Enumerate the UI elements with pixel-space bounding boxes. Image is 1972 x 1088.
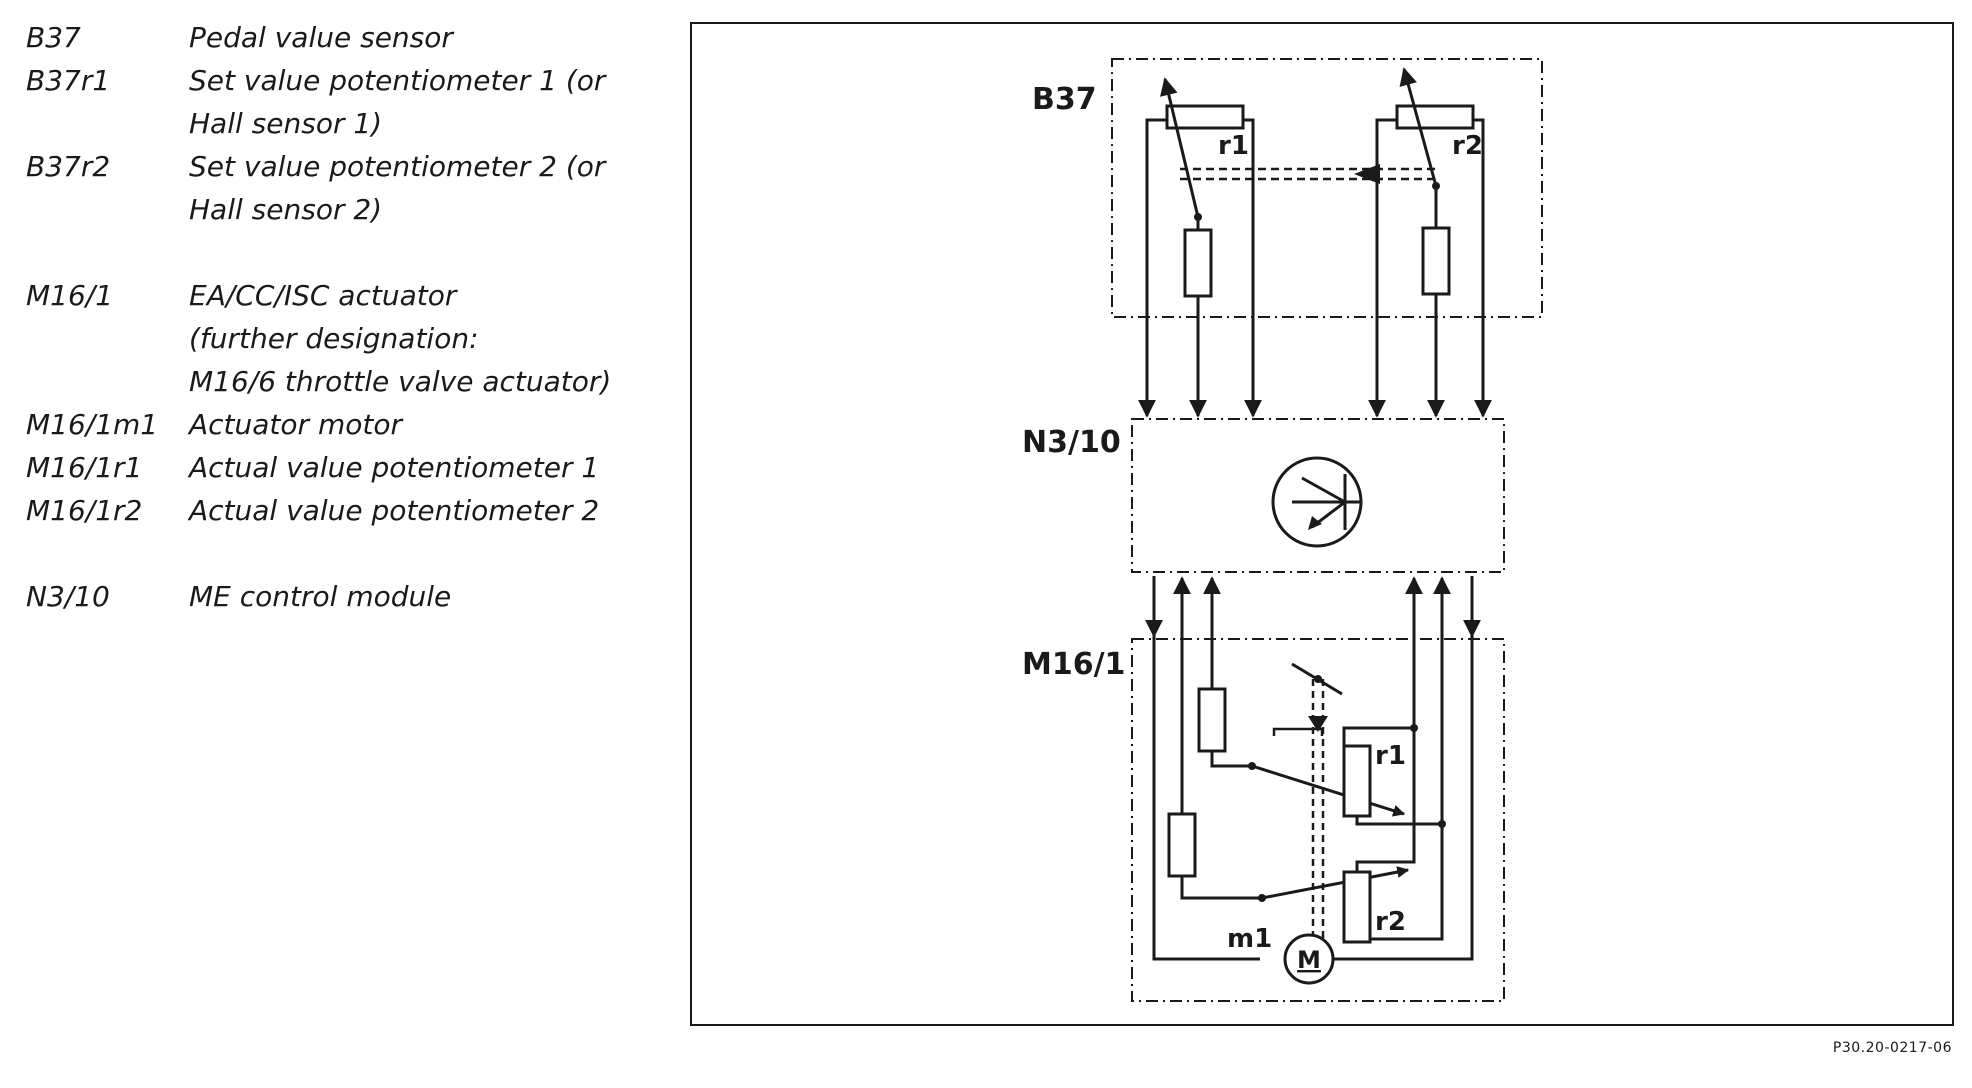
b37-pot-r2 [1375, 67, 1485, 374]
legend-row-b37r2: B37r2 Set value potentiometer 2 (or [26, 145, 666, 188]
b37-r2-wiper-node [1432, 182, 1440, 190]
transistor-symbol [1271, 456, 1363, 548]
b37-output-arrows [1138, 364, 1492, 418]
legend-row-m161m1: M16/1m1 Actuator motor [26, 403, 666, 446]
n310-m161-arrows [1145, 576, 1481, 638]
legend-row-m161-cont1: (further designation: [26, 317, 666, 360]
m161-label: M16/1 [1022, 647, 1125, 682]
legend-desc: Set value potentiometer 1 (or [189, 64, 606, 97]
legend-code: B37r1 [26, 64, 111, 97]
legend-desc: EA/CC/ISC actuator [189, 279, 457, 312]
legend-row-b37: B37 Pedal value sensor [26, 16, 666, 59]
legend-desc: (further designation: [189, 322, 479, 355]
m161-nodes [1248, 675, 1446, 902]
b37-r2-label: r2 [1452, 131, 1483, 161]
circuit-diagram: B37 r1 r2 [1022, 58, 1543, 1002]
legend-desc: Pedal value sensor [189, 21, 453, 54]
legend-code: M16/1m1 [26, 408, 159, 441]
legend-row-m161-cont2: M16/6 throttle valve actuator) [26, 360, 666, 403]
transistor-emitter-arrow [1308, 516, 1322, 530]
throttle-stop [1272, 727, 1324, 736]
b37-mechanical-link [1180, 167, 1435, 181]
figure-reference: P30.20-0217-06 [1832, 1040, 1952, 1056]
legend-row-b37r1: B37r1 Set value potentiometer 1 (or [26, 59, 666, 102]
throttle-mechanical-link [1311, 679, 1325, 942]
mechanical-link-arrow [1354, 164, 1380, 184]
b37-r1-label: r1 [1218, 131, 1249, 161]
n310-label: N3/10 [1022, 425, 1121, 460]
m161-r1-label: r1 [1375, 741, 1406, 771]
legend-row-b37r1-cont: Hall sensor 1) [26, 102, 666, 145]
legend-desc: ME control module [189, 580, 452, 613]
legend-desc: Actual value potentiometer 1 [189, 451, 600, 484]
legend-desc: M16/6 throttle valve actuator) [189, 365, 612, 398]
legend-row-m161r2: M16/1r2 Actual value potentiometer 2 [26, 489, 666, 532]
circuit-diagram-frame: B37 r1 r2 [690, 22, 1954, 1026]
m161-wiring [1152, 634, 1474, 961]
legend-desc: Set value potentiometer 2 (or [189, 150, 606, 183]
legend-row-n310: N3/10 ME control module [26, 575, 666, 618]
legend-row-m161r1: M16/1r1 Actual value potentiometer 1 [26, 446, 666, 489]
actuator-motor: M [1283, 933, 1335, 985]
legend-desc: Hall sensor 1) [189, 107, 383, 140]
legend-desc: Hall sensor 2) [189, 193, 383, 226]
legend-code: N3/10 [26, 580, 110, 613]
b37-boundary [1111, 58, 1543, 318]
legend-code: M16/1r1 [26, 451, 143, 484]
b37-label: B37 [1032, 82, 1097, 117]
legend-code: M16/1r2 [26, 494, 143, 527]
legend: B37 Pedal value sensor B37r1 Set value p… [26, 16, 666, 618]
legend-desc: Actual value potentiometer 2 [189, 494, 600, 527]
throttle-link-arrow [1308, 716, 1328, 732]
b37-pot-r1 [1145, 77, 1255, 374]
legend-row-b37r2-cont: Hall sensor 2) [26, 188, 666, 231]
m161-r2-label: r2 [1375, 907, 1406, 937]
legend-code: B37r2 [26, 150, 111, 183]
motor-symbol: M [1297, 946, 1321, 974]
b37-r1-wiper-node [1194, 213, 1202, 221]
legend-code: B37 [26, 21, 81, 54]
m1-label: m1 [1227, 924, 1272, 954]
legend-code: M16/1 [26, 279, 114, 312]
m161-boundary [1131, 638, 1505, 1002]
legend-desc: Actuator motor [189, 408, 402, 441]
n310-boundary [1131, 418, 1505, 573]
legend-row-m161: M16/1 EA/CC/ISC actuator [26, 274, 666, 317]
